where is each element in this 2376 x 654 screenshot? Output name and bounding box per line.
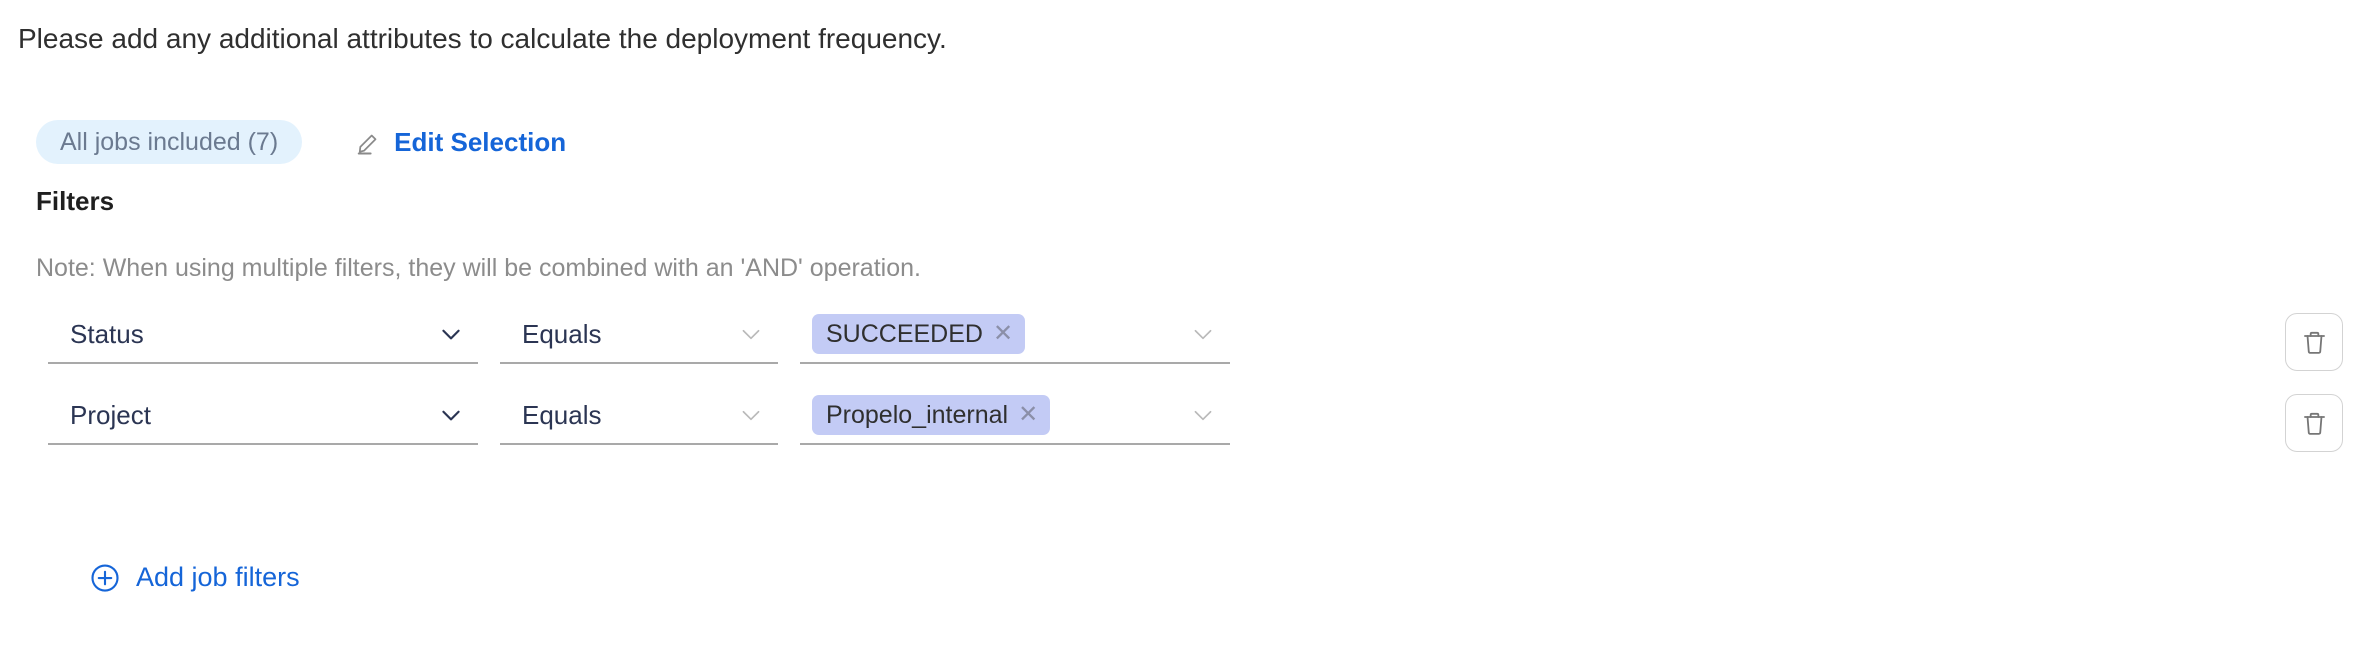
edit-selection-label: Edit Selection bbox=[394, 126, 567, 157]
filter-value-chip-label: SUCCEEDED bbox=[826, 319, 983, 348]
filter-row: Status Equals SUCCEEDED ✕ bbox=[48, 306, 1230, 378]
filters-heading: Filters bbox=[36, 186, 115, 216]
chevron-down-icon bbox=[738, 402, 778, 428]
filter-operator-select[interactable]: Equals bbox=[500, 387, 778, 445]
filter-value-select[interactable]: SUCCEEDED ✕ bbox=[800, 306, 1230, 364]
page-intro-text: Please add any additional attributes to … bbox=[18, 23, 947, 54]
chevron-down-icon bbox=[738, 321, 778, 347]
filter-value-chip-label: Propelo_internal bbox=[826, 400, 1009, 429]
filter-value-select[interactable]: Propelo_internal ✕ bbox=[800, 387, 1230, 445]
filter-attribute-value: Status bbox=[70, 318, 144, 349]
delete-filter-button[interactable] bbox=[2285, 394, 2343, 452]
filter-attribute-select[interactable]: Status bbox=[48, 306, 478, 364]
filter-value-chip[interactable]: Propelo_internal ✕ bbox=[812, 395, 1051, 435]
delete-filter-button[interactable] bbox=[2285, 313, 2343, 371]
filter-operator-value: Equals bbox=[522, 318, 602, 349]
close-icon[interactable]: ✕ bbox=[1018, 401, 1039, 428]
chevron-down-icon bbox=[438, 321, 478, 347]
filter-attribute-select[interactable]: Project bbox=[48, 387, 478, 445]
filter-operator-select[interactable]: Equals bbox=[500, 306, 778, 364]
jobs-selection-row: All jobs included (7) Edit Selection bbox=[36, 120, 566, 164]
filter-row: Project Equals Propelo_internal ✕ bbox=[48, 387, 1230, 459]
trash-icon bbox=[2301, 410, 2328, 437]
edit-selection-button[interactable]: Edit Selection bbox=[356, 127, 566, 158]
filters-note: Note: When using multiple filters, they … bbox=[36, 254, 921, 282]
filter-operator-value: Equals bbox=[522, 399, 602, 430]
pencil-icon bbox=[356, 129, 382, 155]
close-icon[interactable]: ✕ bbox=[992, 320, 1014, 347]
chevron-down-icon bbox=[1190, 321, 1230, 347]
plus-circle-icon bbox=[90, 563, 120, 593]
filter-attribute-value: Project bbox=[70, 399, 151, 430]
chevron-down-icon bbox=[1190, 402, 1230, 428]
add-job-filters-button[interactable]: Add job filters bbox=[90, 562, 300, 593]
trash-icon bbox=[2301, 329, 2328, 356]
filter-value-chip[interactable]: SUCCEEDED ✕ bbox=[812, 314, 1026, 354]
chevron-down-icon bbox=[438, 402, 478, 428]
jobs-included-badge: All jobs included (7) bbox=[36, 120, 303, 164]
add-job-filters-label: Add job filters bbox=[136, 562, 300, 592]
